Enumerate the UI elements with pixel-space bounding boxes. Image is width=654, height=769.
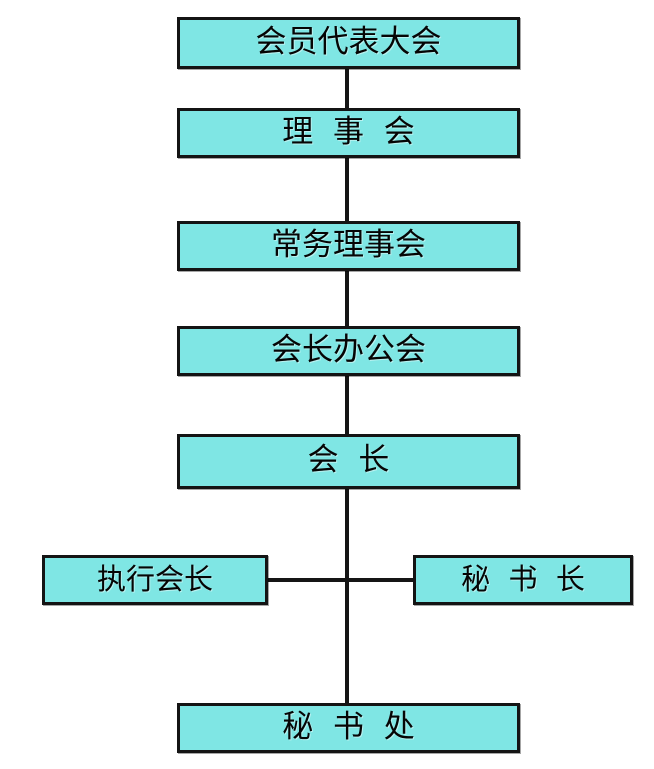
- node-council[interactable]: 理 事 会: [177, 108, 520, 158]
- node-label-council: 理 事 会: [282, 113, 415, 150]
- node-label-secretary-general: 秘 书 长: [461, 561, 585, 596]
- node-standing-council[interactable]: 常务理事会: [177, 221, 520, 271]
- node-president[interactable]: 会 长: [177, 434, 520, 489]
- connector-congress-to-council: [345, 64, 349, 112]
- node-label-secretariat: 秘 书 处: [282, 708, 415, 745]
- connector-secretary-general-branch: [345, 578, 416, 582]
- node-secretary-general[interactable]: 秘 书 长: [413, 555, 633, 605]
- connector-president-to-secretariat: [345, 485, 349, 707]
- connector-executive-president-branch: [265, 578, 349, 582]
- node-label-president-office-meeting: 会长办公会: [271, 331, 426, 368]
- node-label-president: 会 长: [307, 442, 390, 478]
- node-secretariat[interactable]: 秘 书 处: [177, 703, 520, 753]
- connector-office-to-president: [345, 371, 349, 438]
- node-label-members-congress: 会员代表大会: [255, 23, 442, 60]
- node-label-executive-president: 执行会长: [96, 561, 213, 596]
- node-president-office-meeting[interactable]: 会长办公会: [177, 326, 520, 376]
- connector-council-to-standing: [345, 153, 349, 225]
- connector-standing-to-office: [345, 266, 349, 330]
- node-executive-president[interactable]: 执行会长: [42, 555, 268, 605]
- node-label-standing-council: 常务理事会: [271, 226, 426, 263]
- node-members-congress[interactable]: 会员代表大会: [177, 17, 520, 69]
